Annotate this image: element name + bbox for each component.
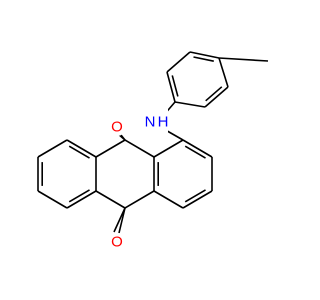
bond-right-ring bbox=[182, 190, 213, 209]
oxygen-top-bg bbox=[108, 118, 126, 136]
bond-right-ring bbox=[153, 190, 184, 209]
bond-tolyl-ring bbox=[174, 101, 206, 108]
amine-n-label: N bbox=[145, 114, 156, 131]
bond-tolyl-ring-double bbox=[171, 75, 179, 97]
amine-bg bbox=[142, 107, 168, 134]
bond-methyl bbox=[218, 57, 269, 62]
bond-right-ring bbox=[153, 139, 184, 158]
bond-central-ring bbox=[124, 139, 155, 158]
oxygen-top-label: O bbox=[111, 119, 123, 136]
bond-central-ring bbox=[95, 139, 126, 158]
bond-tolyl-ring bbox=[204, 86, 229, 108]
bond-left-ring-double bbox=[68, 145, 90, 159]
bond-tolyl-ring-double bbox=[205, 86, 223, 102]
bond-tolyl-ring bbox=[189, 51, 220, 59]
bond-carbonyl-bottom bbox=[118, 207, 126, 234]
bond-left-ring bbox=[37, 190, 68, 209]
bond-tolyl-ring-double bbox=[193, 56, 214, 62]
oxygen-bottom-bg bbox=[108, 233, 126, 251]
amine-h-label: H bbox=[158, 114, 169, 131]
bond-carbonyl-bottom bbox=[113, 207, 126, 233]
bond-central-ring bbox=[95, 190, 126, 209]
atom-label-layer: O O N H bbox=[108, 107, 168, 251]
bond-right-ring-double bbox=[184, 145, 206, 159]
bond-tolyl-ring bbox=[166, 51, 191, 73]
bond-tolyl-ring bbox=[218, 57, 229, 88]
bond-left-ring bbox=[37, 139, 68, 158]
bond-left-ring-double bbox=[68, 189, 90, 203]
bond-central-ring bbox=[124, 190, 155, 209]
bond-right-ring-double bbox=[184, 189, 206, 203]
bond-left-ring bbox=[66, 139, 97, 158]
bond-left-ring bbox=[66, 190, 97, 209]
bond-tolyl-ring bbox=[166, 71, 176, 103]
oxygen-bottom-label: O bbox=[111, 234, 123, 251]
molecule-diagram: O O N H bbox=[37, 51, 269, 251]
bond-layer bbox=[37, 51, 269, 234]
molecule-svg: O O N H bbox=[37, 51, 269, 251]
bond-right-ring bbox=[182, 139, 213, 158]
